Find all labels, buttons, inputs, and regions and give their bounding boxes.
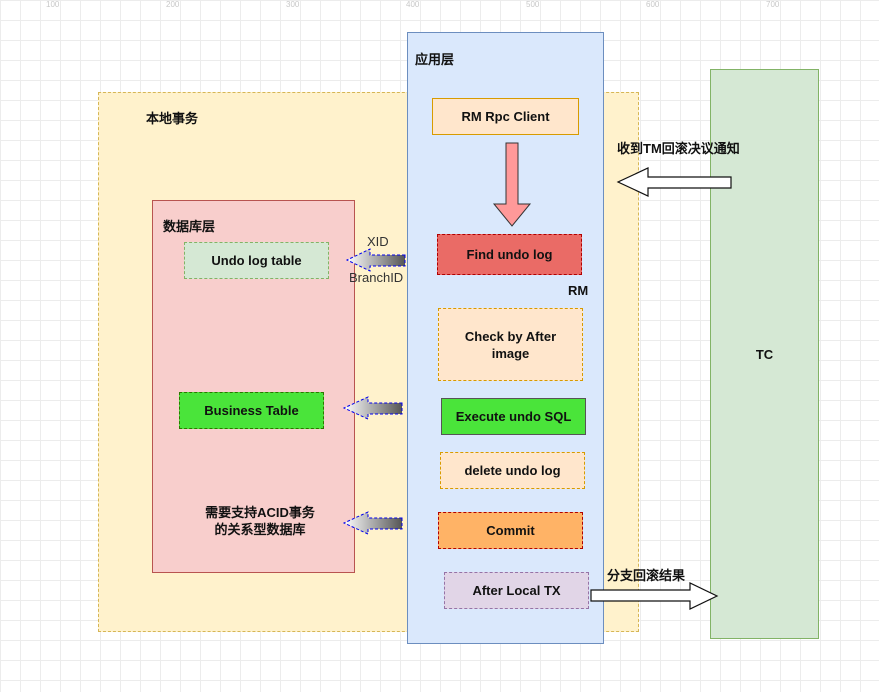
check-after-image-box[interactable]: Check by After image — [438, 308, 583, 381]
local-transaction-label: 本地事务 — [146, 111, 199, 126]
ruler-tick: 100 — [46, 0, 60, 9]
rm-label: RM — [568, 283, 589, 298]
tc-label: TC — [755, 346, 774, 362]
ruler-tick: 200 — [166, 0, 180, 9]
execute-undo-sql-box[interactable]: Execute undo SQL — [441, 398, 586, 435]
tc-container[interactable]: TC — [710, 69, 819, 639]
ruler-tick: 600 — [646, 0, 660, 9]
ruler-tick: 400 — [406, 0, 420, 9]
find-undo-log-box[interactable]: Find undo log — [437, 234, 582, 275]
commit-arrow — [342, 511, 403, 535]
receive-rollback-notice-label: 收到TM回滚决议通知 — [617, 141, 740, 156]
acid-database-note: 需要支持ACID事务 的关系型数据库 — [170, 503, 350, 539]
application-layer-label: 应用层 — [415, 52, 455, 67]
down-arrow — [492, 142, 532, 227]
branch-id-label: BranchID — [349, 270, 404, 285]
branch-rollback-result-label: 分支回滚结果 — [607, 568, 686, 583]
execute-sql-arrow — [342, 396, 403, 420]
after-local-tx-box[interactable]: After Local TX — [444, 572, 589, 609]
ruler-tick: 500 — [526, 0, 540, 9]
rm-rpc-client-box[interactable]: RM Rpc Client — [432, 98, 579, 135]
ruler-tick: 700 — [766, 0, 780, 9]
database-layer-label: 数据库层 — [163, 219, 216, 234]
business-table-box[interactable]: Business Table — [179, 392, 324, 429]
undo-log-query-arrow — [345, 248, 406, 272]
undo-log-table-box[interactable]: Undo log table — [184, 242, 329, 279]
rollback-result-arrow — [590, 582, 719, 610]
xid-label: XID — [367, 234, 389, 249]
acid-note-line-2: 的关系型数据库 — [214, 522, 306, 537]
commit-box[interactable]: Commit — [438, 512, 583, 549]
ruler-tick: 300 — [286, 0, 300, 9]
rollback-notice-arrow — [616, 167, 732, 197]
acid-note-line-1: 需要支持ACID事务 — [205, 505, 315, 520]
delete-undo-log-box[interactable]: delete undo log — [440, 452, 585, 489]
